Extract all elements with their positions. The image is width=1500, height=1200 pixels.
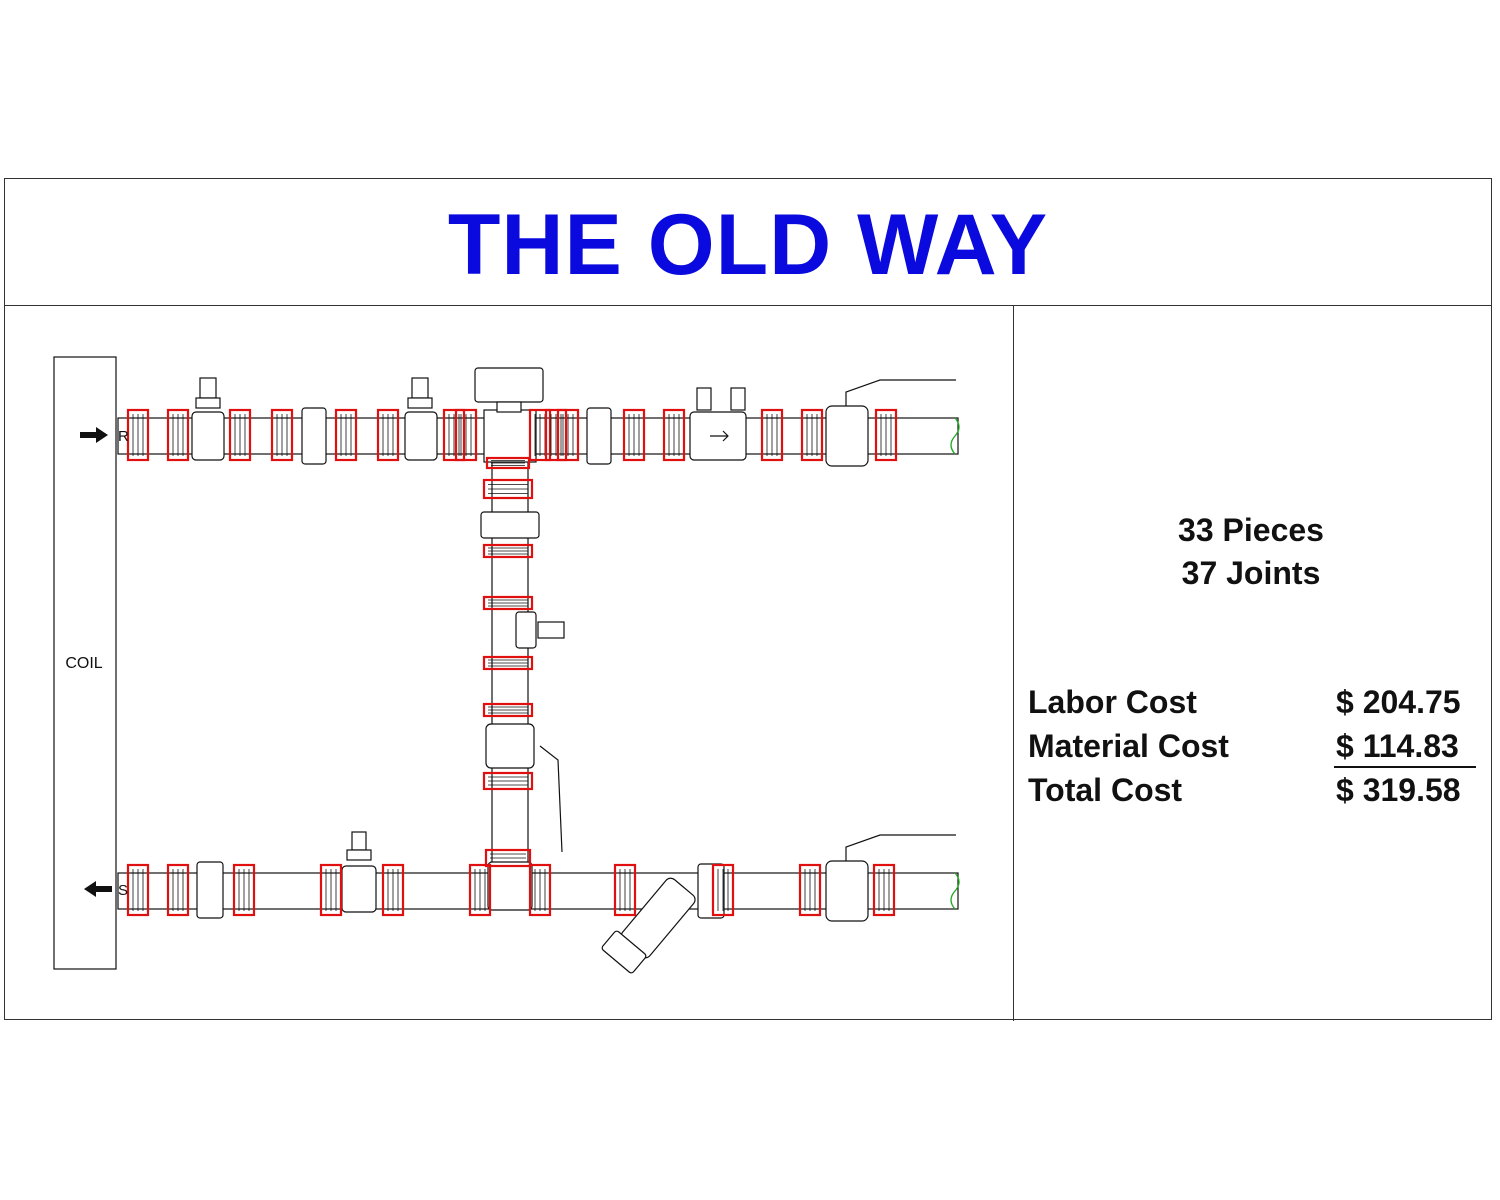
return-pipe-end [950, 417, 960, 455]
supply-pipe [117, 872, 959, 910]
air-vent-base [346, 849, 372, 861]
joint-box [468, 863, 492, 917]
valve-handle [845, 379, 956, 400]
control-valve-body [483, 409, 537, 463]
union-fitting [301, 407, 327, 465]
joint-box [454, 408, 478, 462]
joint-box [376, 408, 400, 462]
slide-frame: THE OLD WAY [4, 178, 1492, 1021]
total-cost-value: $ 319.58 [1336, 772, 1461, 808]
joint-box [482, 702, 534, 718]
joint-box [711, 863, 735, 917]
test-port [537, 621, 565, 639]
material-cost-label: Material Cost [1028, 728, 1229, 764]
joint-box [482, 595, 534, 611]
joint-box [482, 478, 534, 500]
joint-box [381, 863, 405, 917]
ball-valve [485, 723, 535, 769]
return-pipe [117, 417, 959, 455]
joint-box [800, 408, 824, 462]
air-vent [411, 377, 429, 399]
tee-fitting [404, 411, 438, 461]
panel-divider [1013, 306, 1014, 1021]
joint-box [484, 848, 532, 868]
joint-box [556, 408, 580, 462]
joint-box [622, 408, 646, 462]
joint-box [798, 863, 822, 917]
air-vent [199, 377, 217, 399]
joint-box [760, 408, 784, 462]
joint-box [270, 408, 294, 462]
pressure-port [696, 387, 712, 411]
pressure-port [730, 387, 746, 411]
arrow-left-icon [84, 881, 112, 897]
actuator-body [474, 367, 544, 403]
joint-box [228, 408, 252, 462]
labor-cost-value: $ 204.75 [1336, 684, 1461, 720]
joint-box [544, 408, 568, 462]
tee-fitting [515, 611, 537, 649]
pieces-count: 33 Pieces [1178, 512, 1324, 548]
coil-label: COIL [65, 655, 102, 672]
arrow-right-icon [80, 427, 108, 443]
joint-box [482, 771, 534, 791]
joint-highlights [126, 408, 898, 917]
joints-count: 37 Joints [1181, 555, 1321, 591]
supply-label: S [118, 882, 128, 899]
joint-box [872, 863, 896, 917]
actuator-neck [496, 401, 522, 413]
joint-box [528, 408, 552, 462]
air-vent [351, 831, 367, 851]
joint-box [485, 456, 531, 470]
joint-box [166, 408, 190, 462]
return-label: R [118, 428, 129, 445]
joint-box [613, 863, 637, 917]
joint-box [482, 543, 534, 559]
labor-cost-label: Labor Cost [1028, 684, 1197, 720]
page-title: THE OLD WAY [447, 196, 1049, 293]
union-fitting [196, 861, 224, 919]
joint-box [442, 408, 466, 462]
piping-diagram: COIL R S [53, 356, 960, 974]
valve-handle [845, 834, 956, 855]
joint-box [166, 863, 190, 917]
supply-pipe-end [950, 872, 960, 910]
tee-fitting [191, 411, 225, 461]
title-bar: THE OLD WAY [5, 179, 1491, 306]
air-vent-base [195, 397, 221, 409]
material-cost-value: $ 114.83 [1336, 728, 1459, 764]
total-cost-label: Total Cost [1028, 772, 1183, 808]
joint-box [334, 408, 358, 462]
ball-valve [825, 405, 869, 467]
joint-box [126, 863, 150, 917]
union-fitting [697, 863, 725, 919]
air-vent-base [407, 397, 433, 409]
strainer-drain [601, 930, 647, 974]
joint-box [528, 863, 552, 917]
coil-box [53, 356, 117, 970]
tee-fitting [341, 865, 377, 913]
joint-box [232, 863, 256, 917]
union-fitting [586, 407, 612, 465]
tee-fitting [487, 861, 533, 911]
valve-handle [539, 745, 563, 853]
joint-box [319, 863, 343, 917]
joint-box [874, 408, 898, 462]
ball-valve [825, 860, 869, 922]
joint-box [482, 655, 534, 671]
union-fitting [480, 511, 540, 539]
sum-underline [1334, 766, 1476, 768]
joint-box [126, 408, 150, 462]
joint-box [662, 408, 686, 462]
flow-arrow-icon [710, 430, 729, 442]
